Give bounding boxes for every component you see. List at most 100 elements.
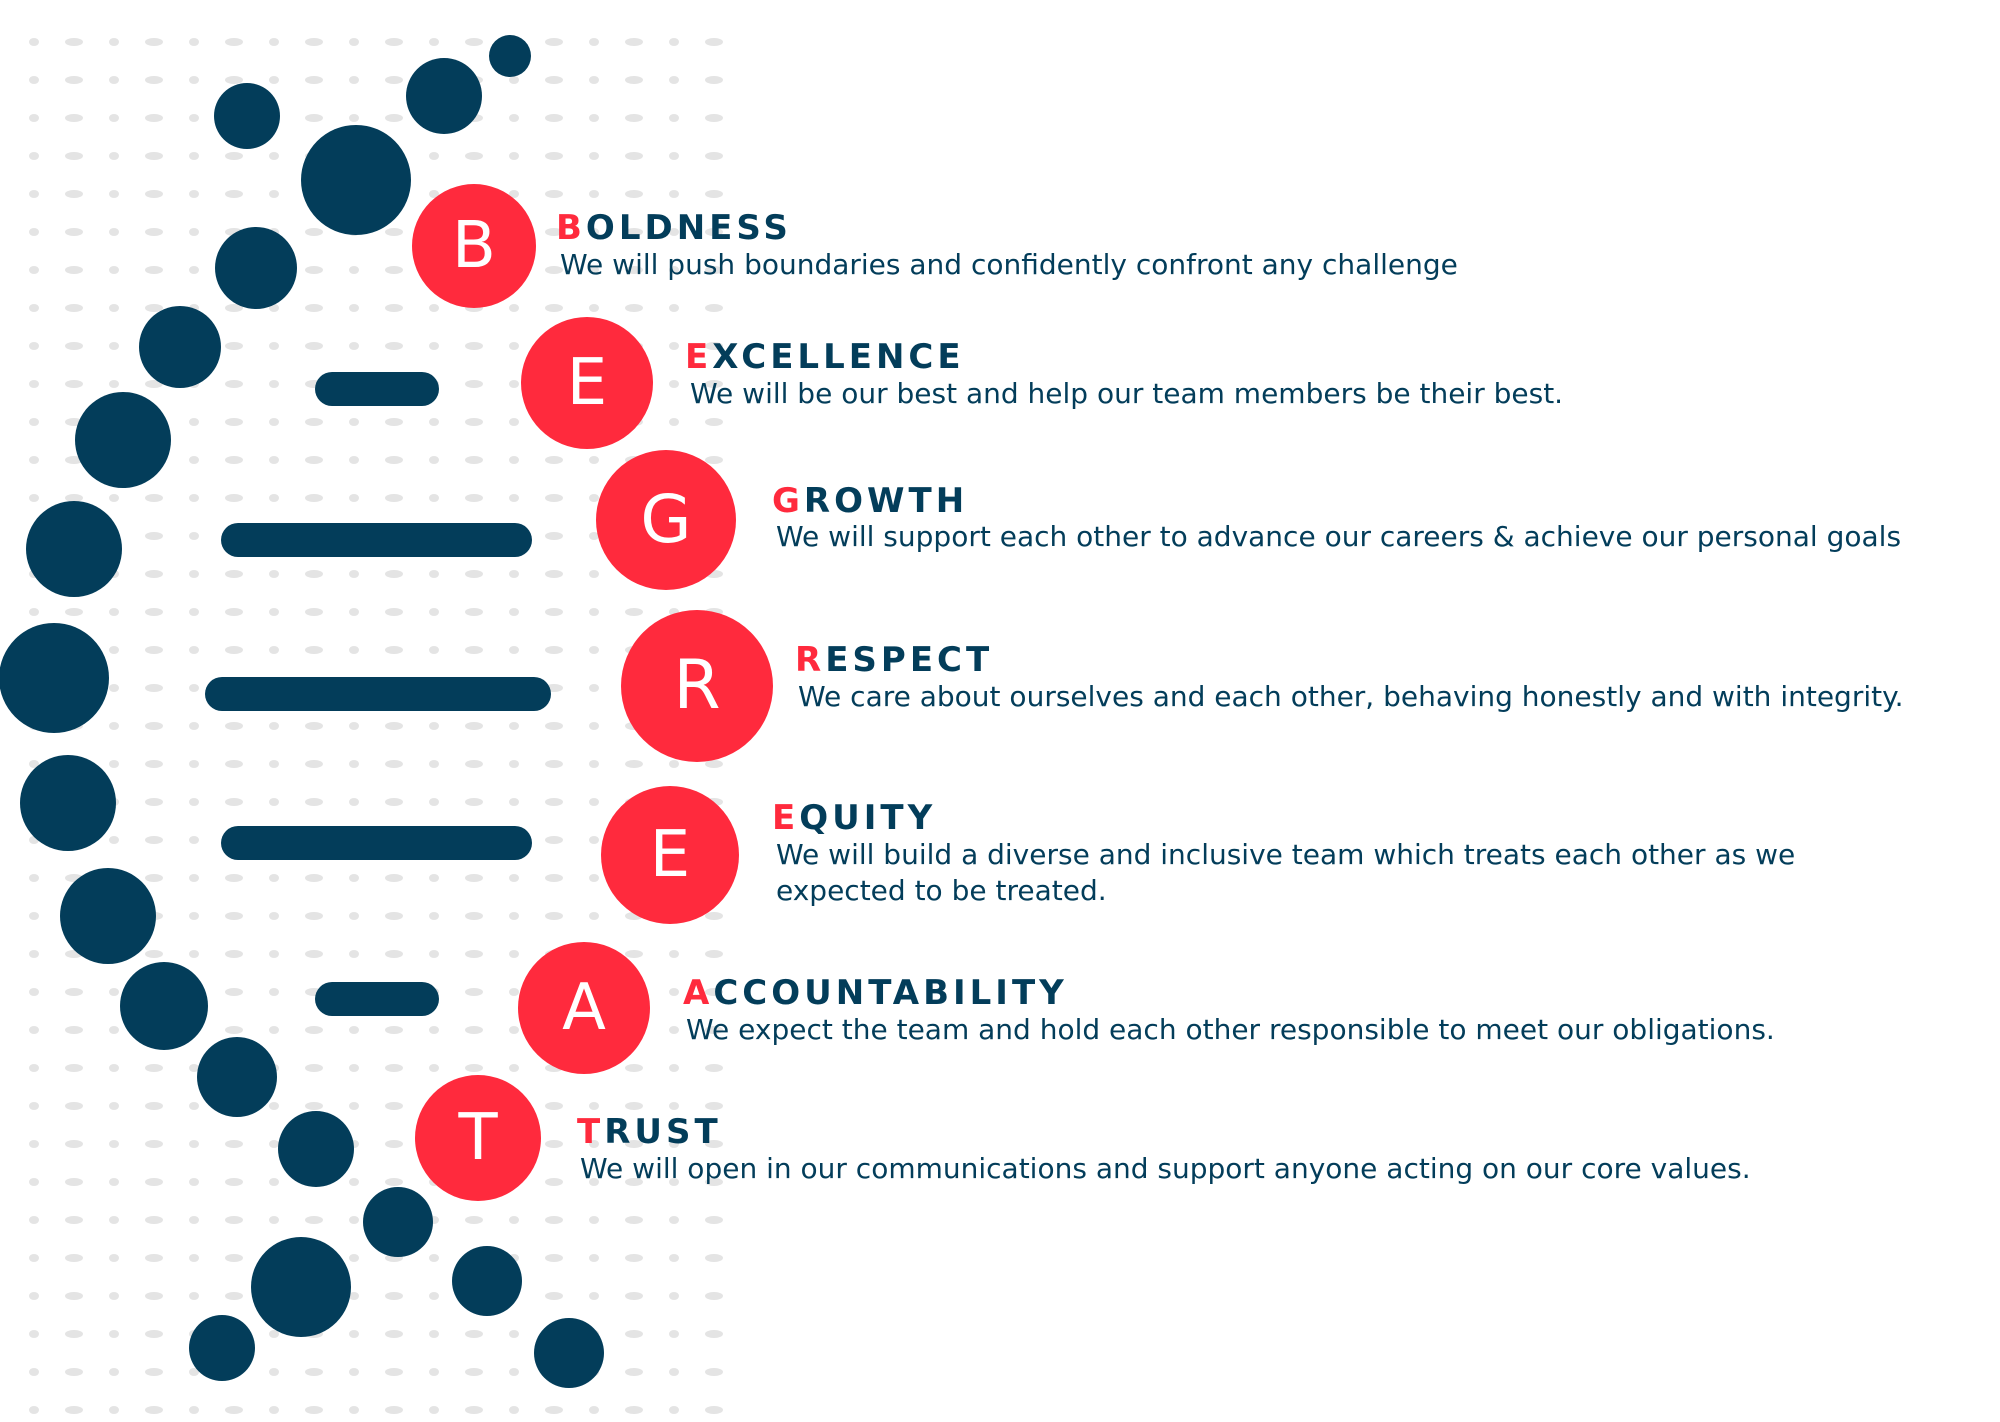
value-description: We will support each other to advance ou… (776, 520, 1902, 553)
background-dot (385, 1368, 403, 1376)
background-dot (225, 304, 243, 312)
background-dot (429, 1330, 439, 1338)
background-dot (65, 494, 83, 502)
background-dot (625, 38, 643, 46)
background-dot (705, 912, 723, 920)
background-dot (465, 1026, 483, 1034)
background-dot (225, 570, 243, 578)
helix-node (20, 755, 116, 851)
letter-badge-a: A (518, 942, 650, 1074)
background-dot (429, 1064, 439, 1072)
title-rest: XCELLENCE (712, 337, 965, 377)
background-dot (189, 532, 199, 540)
background-dot (429, 874, 439, 882)
background-dot (385, 418, 403, 426)
background-dot (625, 608, 643, 616)
letter-badge-e: E (521, 317, 653, 449)
background-dot (545, 912, 563, 920)
background-dot (189, 266, 199, 274)
background-dot (545, 874, 563, 882)
background-dot (589, 760, 599, 768)
background-dot (109, 380, 119, 388)
background-dot (65, 1216, 83, 1224)
background-dot (545, 190, 563, 198)
background-dot (349, 1406, 359, 1414)
background-dot (189, 760, 199, 768)
background-dot (145, 114, 163, 122)
background-dot (65, 608, 83, 616)
background-dot (145, 266, 163, 274)
background-dot (545, 1102, 563, 1110)
background-dot (465, 1330, 483, 1338)
background-dot (225, 950, 243, 958)
background-dot (509, 912, 519, 920)
title-rest: CCOUNTABILITY (713, 973, 1068, 1013)
background-dot (429, 1254, 439, 1262)
background-dot (705, 1064, 723, 1072)
background-dot (269, 722, 279, 730)
background-dot (225, 1254, 243, 1262)
background-dot (189, 608, 199, 616)
background-dot (429, 1368, 439, 1376)
background-dot (305, 912, 323, 920)
background-dot (669, 152, 679, 160)
background-dot (669, 228, 679, 236)
background-dot (385, 1140, 403, 1148)
background-dot (269, 304, 279, 312)
background-dot (589, 456, 599, 464)
background-dot (589, 836, 599, 844)
background-dot (705, 1178, 723, 1186)
helix-node (139, 306, 221, 388)
background-dot (545, 114, 563, 122)
background-dot (465, 950, 483, 958)
background-dot (545, 38, 563, 46)
background-dot (109, 228, 119, 236)
title-initial: A (683, 973, 714, 1013)
background-dot (625, 304, 643, 312)
background-dot (625, 114, 643, 122)
background-dot (669, 1064, 679, 1072)
background-dot (625, 950, 643, 958)
background-dot (349, 266, 359, 274)
background-dot (189, 912, 199, 920)
background-dot (269, 874, 279, 882)
background-dot (545, 722, 563, 730)
background-dot (509, 342, 519, 350)
background-dot (109, 1178, 119, 1186)
background-dot (349, 1254, 359, 1262)
background-dot (109, 304, 119, 312)
background-dot (29, 1178, 39, 1186)
background-dot (109, 1102, 119, 1110)
helix-node (214, 83, 280, 149)
background-dot (145, 380, 163, 388)
background-dot (225, 1140, 243, 1148)
background-dot (545, 76, 563, 84)
background-dot (65, 1254, 83, 1262)
background-dot (109, 1064, 119, 1072)
background-dot (349, 304, 359, 312)
background-dot (705, 1216, 723, 1224)
background-dot (349, 38, 359, 46)
background-dot (669, 1140, 679, 1148)
background-dot (705, 1102, 723, 1110)
background-dot (509, 988, 519, 996)
helix-node (452, 1246, 522, 1316)
background-dot (225, 494, 243, 502)
background-dot (705, 988, 723, 996)
background-dot (305, 228, 323, 236)
background-dot (669, 1102, 679, 1110)
background-dot (269, 760, 279, 768)
title-rest: RUST (604, 1112, 722, 1152)
background-dot (269, 494, 279, 502)
background-dot (669, 1368, 679, 1376)
background-dot (349, 1292, 359, 1300)
background-dot (29, 1026, 39, 1034)
background-dot (225, 912, 243, 920)
background-dot (705, 266, 723, 274)
background-dot (589, 76, 599, 84)
background-dot (465, 38, 483, 46)
helix-node (75, 392, 171, 488)
background-dot (545, 228, 563, 236)
background-dot (305, 1102, 323, 1110)
background-dot (109, 1026, 119, 1034)
